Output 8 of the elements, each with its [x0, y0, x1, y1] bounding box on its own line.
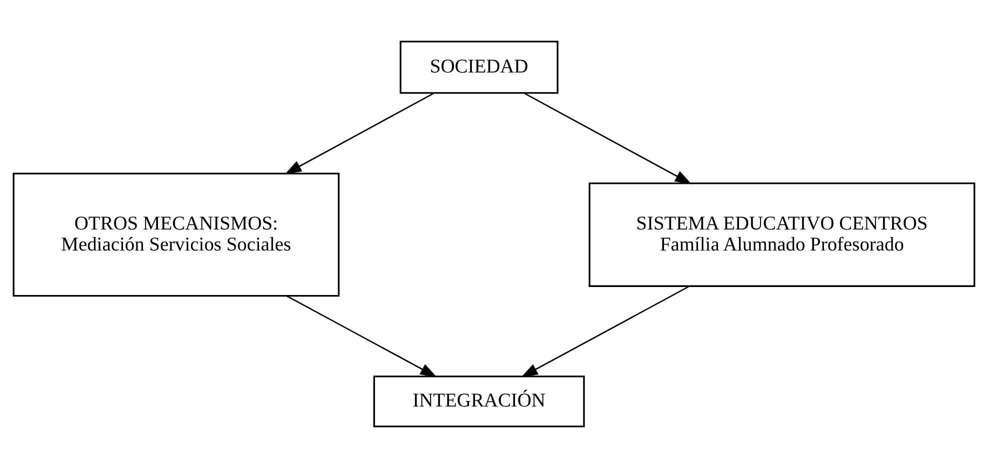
arrow [284, 92, 434, 174]
node-box: SOCIEDAD [400, 40, 558, 94]
arrow [521, 285, 690, 377]
arrow [286, 294, 437, 377]
node-box: SISTEMA EDUCATIVO CENTROS Família Alumnado Profesorado [588, 182, 976, 286]
arrow [524, 92, 692, 184]
node-box: INTEGRACIÓN [373, 375, 585, 427]
node-box: OTROS MECANISMOS: Mediación Servicios Sociales [12, 172, 340, 296]
